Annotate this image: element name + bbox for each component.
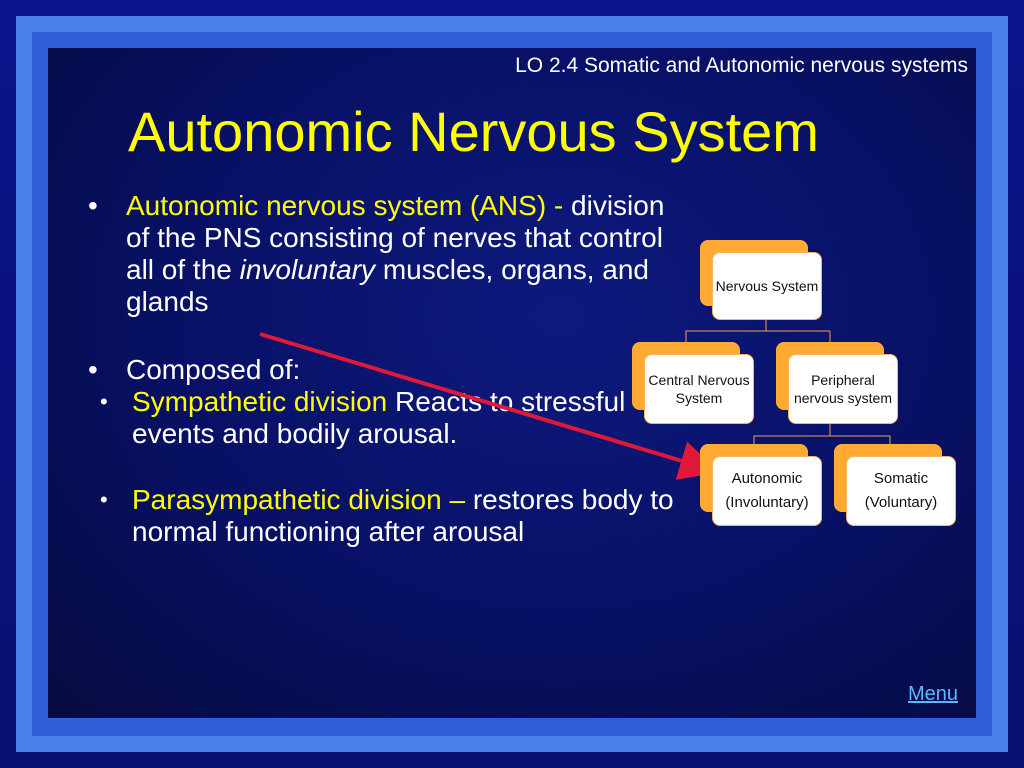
bullet-text: division of the PNS consisting of nerves… (126, 190, 665, 285)
bullet-text-end: muscles, organs, and glands (126, 254, 649, 317)
bullet-text: Composed of: (126, 354, 301, 385)
bullet-ans-definition: • Autonomic nervous system (ANS) - divis… (88, 190, 688, 318)
slide-canvas: LO 2.4 Somatic and Autonomic nervous sys… (48, 48, 976, 718)
org-node-autonomic: Autonomic (Involuntary) (712, 456, 822, 526)
org-node-sublabel: (Involuntary) (725, 494, 809, 511)
org-chart: Nervous System Central Nervous System Pe… (48, 48, 976, 718)
connector-pns (753, 422, 831, 445)
sub-bullet-text: Reacts to stressful events and bodily ar… (132, 386, 626, 449)
org-node-label: Nervous System (715, 278, 819, 294)
org-node-nervous-system: Nervous System (712, 252, 822, 320)
org-chart-connectors (259, 318, 891, 480)
connector-root (685, 318, 767, 348)
bullet-dot: • (88, 190, 98, 221)
sub-bullet-dot: • (100, 487, 108, 512)
bullet-highlight: Autonomic nervous system (ANS) - (126, 190, 564, 221)
org-node-label: Central Nervous System (648, 372, 750, 406)
bullet-composed-of: • Composed of: (88, 354, 688, 386)
sub-bullet-dot: • (100, 389, 108, 414)
org-node-sublabel: (Voluntary) (864, 494, 938, 511)
org-node-label: Autonomic (731, 470, 803, 487)
org-node-pns: Peripheral nervous system (788, 354, 898, 424)
sub-bullet-highlight: Parasympathetic division – (132, 484, 466, 515)
org-node-somatic: Somatic (Voluntary) (846, 456, 956, 526)
learning-objective-label: LO 2.4 Somatic and Autonomic nervous sys… (515, 54, 968, 77)
sub-bullet-text: restores body to normal functioning afte… (132, 484, 674, 547)
org-node-label: Peripheral nervous system (793, 372, 893, 406)
org-node-cns: Central Nervous System (644, 354, 754, 424)
bullet-emphasis: involuntary (239, 254, 376, 285)
sub-bullet-parasympathetic: • Parasympathetic division – restores bo… (88, 484, 688, 548)
menu-link[interactable]: Menu (907, 683, 958, 705)
org-node-label: Somatic (873, 470, 929, 487)
slide-title: Autonomic Nervous System (128, 100, 819, 163)
sub-bullet-highlight: Sympathetic division (132, 386, 388, 417)
bullet-dot: • (88, 354, 98, 385)
bullet-list: • Autonomic nervous system (ANS) - divis… (88, 190, 688, 548)
sub-bullet-sympathetic: • Sympathetic division Reacts to stressf… (88, 386, 688, 450)
pointer-arrow (259, 332, 720, 480)
